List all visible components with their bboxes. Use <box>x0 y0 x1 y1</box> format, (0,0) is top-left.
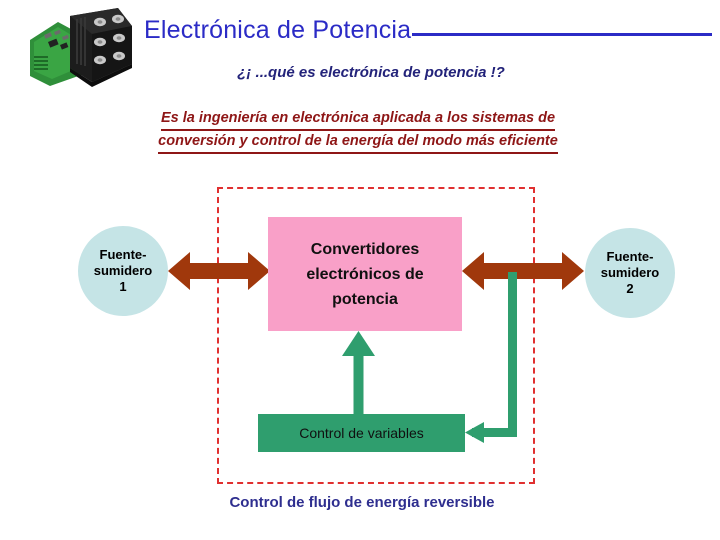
label-line: 2 <box>626 281 634 296</box>
node-fuente-sumidero-2-label: Fuente- sumidero 2 <box>601 249 660 297</box>
label-line: electrónicos de <box>306 265 424 283</box>
label-line: Fuente- <box>606 249 654 264</box>
label-line: 1 <box>119 279 127 294</box>
node-fuente-sumidero-1-label: Fuente- sumidero 1 <box>94 247 153 295</box>
node-fuente-sumidero-1: Fuente- sumidero 1 <box>78 226 168 316</box>
label-line: Convertidores <box>310 240 420 258</box>
reversible-flow-boundary <box>217 187 535 484</box>
node-converter: Convertidores electrónicos de potencia <box>268 217 462 331</box>
node-control-variables: Control de variables <box>258 414 465 452</box>
label-line: potencia <box>332 290 398 308</box>
label-line: sumidero <box>93 263 153 278</box>
node-converter-label: Convertidores electrónicos de potencia <box>306 237 423 312</box>
igbt-power-module-photo <box>30 8 132 87</box>
node-fuente-sumidero-2: Fuente- sumidero 2 <box>585 228 675 318</box>
definition-line-2: conversión y control de la energía del m… <box>158 131 558 154</box>
definition-text: Es la ingeniería en electrónica aplicada… <box>78 108 638 154</box>
title-rule-divider <box>412 33 712 36</box>
page-title: Electrónica de Potencia <box>144 16 412 44</box>
label-line: sumidero <box>600 265 660 280</box>
question-subtitle: ¿¡ ...qué es electrónica de potencia !? <box>237 64 505 81</box>
node-control-variables-label: Control de variables <box>299 425 424 441</box>
diagram-caption: Control de flujo de energía reversible <box>229 494 495 511</box>
definition-line-1: Es la ingeniería en electrónica aplicada… <box>160 108 556 131</box>
label-line: Fuente- <box>99 247 147 262</box>
